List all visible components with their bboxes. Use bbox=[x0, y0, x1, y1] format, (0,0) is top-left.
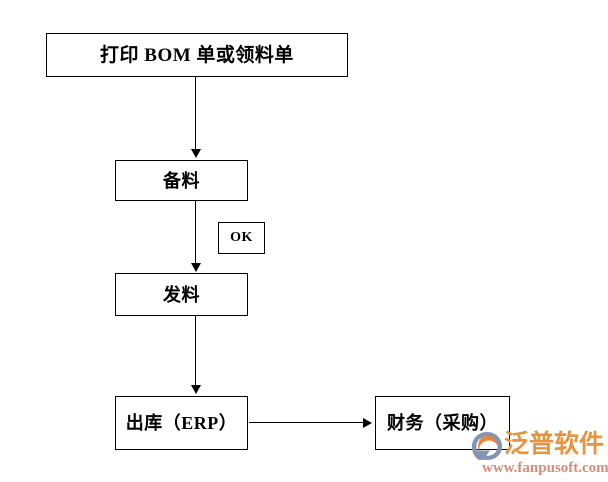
arrowhead-right-icon bbox=[363, 418, 372, 428]
connector-line bbox=[195, 77, 196, 149]
watermark-url-text: www.fanpusoft.com bbox=[482, 460, 608, 476]
connector-line bbox=[249, 422, 363, 423]
fanpu-logo-icon bbox=[472, 432, 502, 460]
node-issue-material[interactable]: 发料 bbox=[115, 273, 248, 316]
node-outbound-erp[interactable]: 出库（ERP） bbox=[115, 396, 248, 450]
watermark: 泛普软件 www.fanpusoft.com bbox=[470, 428, 608, 480]
connector-line bbox=[195, 201, 196, 263]
connector-line bbox=[195, 316, 196, 385]
edge-label-ok[interactable]: OK bbox=[218, 222, 265, 254]
edge-label-ok-text: OK bbox=[230, 230, 253, 245]
watermark-brand-text: 泛普软件 bbox=[504, 430, 605, 458]
node-prepare-material[interactable]: 备料 bbox=[115, 160, 248, 201]
node-issue-material-label: 发料 bbox=[163, 284, 200, 305]
arrowhead-down-icon bbox=[191, 385, 201, 394]
node-print-bom[interactable]: 打印 BOM 单或领料单 bbox=[46, 33, 348, 77]
node-print-bom-label: 打印 BOM 单或领料单 bbox=[100, 44, 294, 66]
node-prepare-material-label: 备料 bbox=[163, 170, 200, 191]
node-outbound-erp-label: 出库（ERP） bbox=[125, 413, 238, 433]
node-finance-purchase[interactable]: 财务（采购） bbox=[375, 396, 510, 450]
arrowhead-down-icon bbox=[191, 263, 201, 272]
node-finance-purchase-label: 财务（采购） bbox=[387, 413, 498, 433]
arrowhead-down-icon bbox=[191, 149, 201, 158]
